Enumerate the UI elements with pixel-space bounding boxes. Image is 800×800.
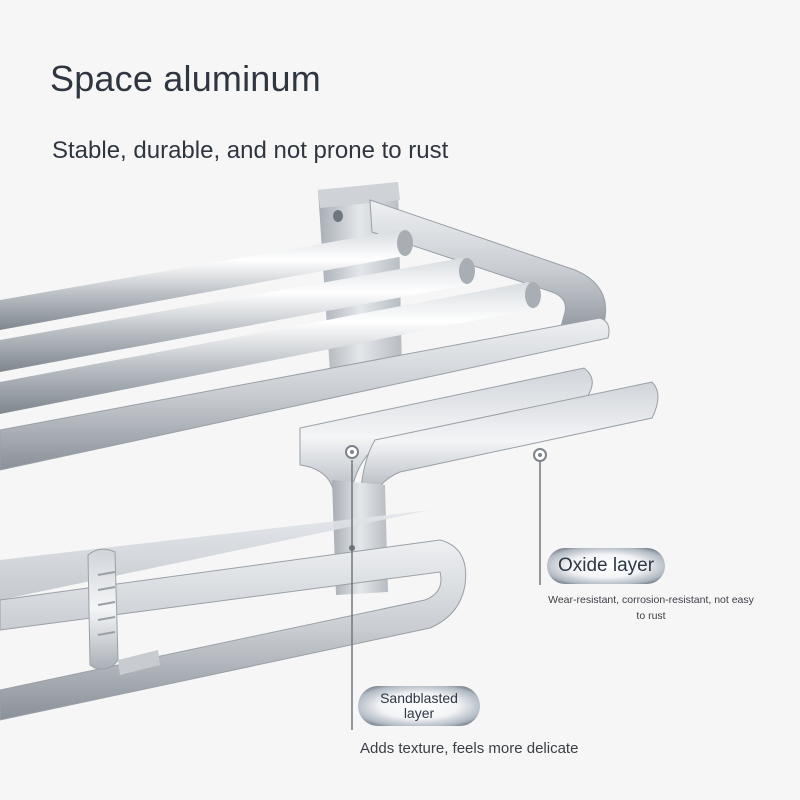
- oxide-layer-description: Wear-resistant, corrosion-resistant, not…: [548, 594, 754, 622]
- sandblasted-layer-label: Sandblasted layer: [358, 686, 480, 726]
- page-subtitle: Stable, durable, and not prone to rust: [52, 137, 449, 164]
- round-bars: [0, 230, 541, 414]
- screw-hole-icon: [333, 210, 343, 222]
- page-title: Space aluminum: [50, 58, 321, 99]
- sandblasted-layer-description: Adds texture, feels more delicate: [360, 740, 579, 757]
- hook-profiles: [299, 367, 659, 506]
- oxide-layer-label: Oxide layer: [547, 548, 665, 584]
- front-bar: [0, 317, 610, 471]
- side-hook: [87, 548, 160, 675]
